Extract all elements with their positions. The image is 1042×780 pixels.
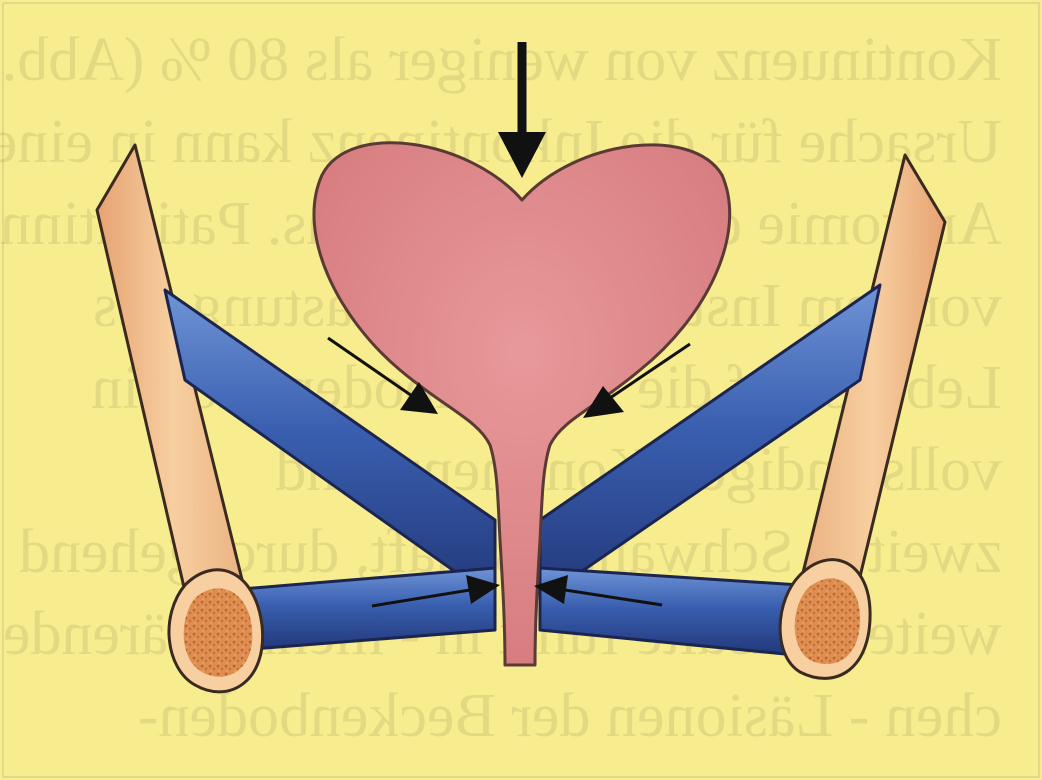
- bleed-through-line: chen - Läsionen der Beckenboden-: [138, 682, 1002, 750]
- bleed-through-line: Ursache für die Inkontinenz kann in eine…: [0, 108, 1002, 176]
- bleed-through-line: Kontinuenz von weniger als 80 % (Abb. 35: [0, 26, 1002, 94]
- left-bone-cross-section: [169, 570, 263, 692]
